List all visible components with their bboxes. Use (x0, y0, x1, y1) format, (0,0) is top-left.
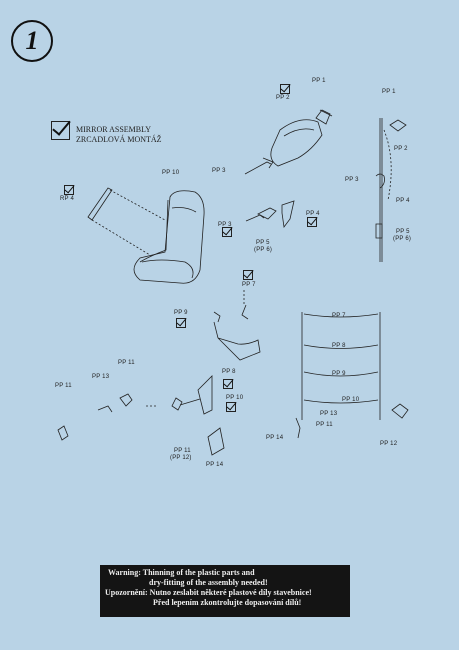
label-pp9: PP 9 (174, 310, 188, 316)
label-pp11: PP 11 (174, 448, 191, 454)
label-pp11: PP 11 (55, 383, 72, 389)
check-icon (223, 379, 233, 389)
label-pp10: PP 10 (162, 170, 180, 176)
warning-line: Před lepením zkontrolujte dopasování díl… (153, 598, 302, 607)
label-pp4: PP 4 (306, 211, 320, 217)
label-pp10: PP 10 (226, 395, 244, 401)
label-pp14: PP 14 (206, 462, 224, 468)
title-english: MIRROR ASSEMBLY (76, 125, 151, 134)
label-pp12: PP 12 (380, 441, 398, 447)
label-pp1: PP 1 (382, 89, 396, 95)
label-pp11: PP 11 (316, 422, 333, 428)
check-icon (243, 270, 253, 280)
label-pp13: PP 13 (320, 411, 338, 417)
label-pp14: PP 14 (266, 435, 284, 441)
label-pp4: PP 4 (396, 198, 410, 204)
label-pp7: PP 7 (332, 313, 346, 319)
label-pp6: (PP 6) (254, 247, 273, 253)
label-pp3: PP 3 (345, 177, 359, 183)
check-icon (64, 185, 74, 195)
label-pp6: (PP 6) (393, 236, 412, 242)
label-pp8: PP 8 (222, 369, 236, 375)
check-icon (222, 227, 232, 237)
label-pp9: PP 9 (332, 371, 346, 377)
label-pp5: PP 5 (256, 240, 270, 246)
label-pp3: PP 3 (218, 222, 232, 228)
warning-line: Upozornění: Nutno zeslabit některé plast… (105, 588, 312, 597)
check-icon (176, 318, 186, 328)
label-pp3: PP 3 (212, 168, 226, 174)
label-pp12: (PP 12) (170, 455, 192, 461)
step-number: 1 (11, 20, 53, 62)
label-pp1: PP 1 (312, 78, 326, 84)
check-icon (226, 402, 236, 412)
label-pp8: PP 8 (332, 343, 346, 349)
label-pp13: PP 13 (92, 374, 110, 380)
label-pp7: PP 7 (242, 282, 256, 288)
label-pp2: PP 2 (394, 146, 408, 152)
label-pp10: PP 10 (342, 397, 360, 403)
warning-line: dry-fitting of the assembly needed! (149, 578, 268, 587)
warning-line: Warning: Thinning of the plastic parts a… (108, 568, 255, 577)
warning-box: Warning: Thinning of the plastic parts a… (100, 565, 350, 617)
check-icon (307, 217, 317, 227)
title-czech: ZRCADLOVÁ MONTÁŽ (76, 135, 162, 144)
check-icon (51, 121, 70, 140)
label-pp5: PP 5 (396, 229, 410, 235)
label-pp11: PP 11 (118, 360, 135, 366)
label-pp2: PP 2 (276, 95, 290, 101)
check-icon (280, 84, 290, 94)
assembly-title: MIRROR ASSEMBLY ZRCADLOVÁ MONTÁŽ (76, 125, 162, 145)
label-rp4: RP 4 (60, 196, 75, 202)
